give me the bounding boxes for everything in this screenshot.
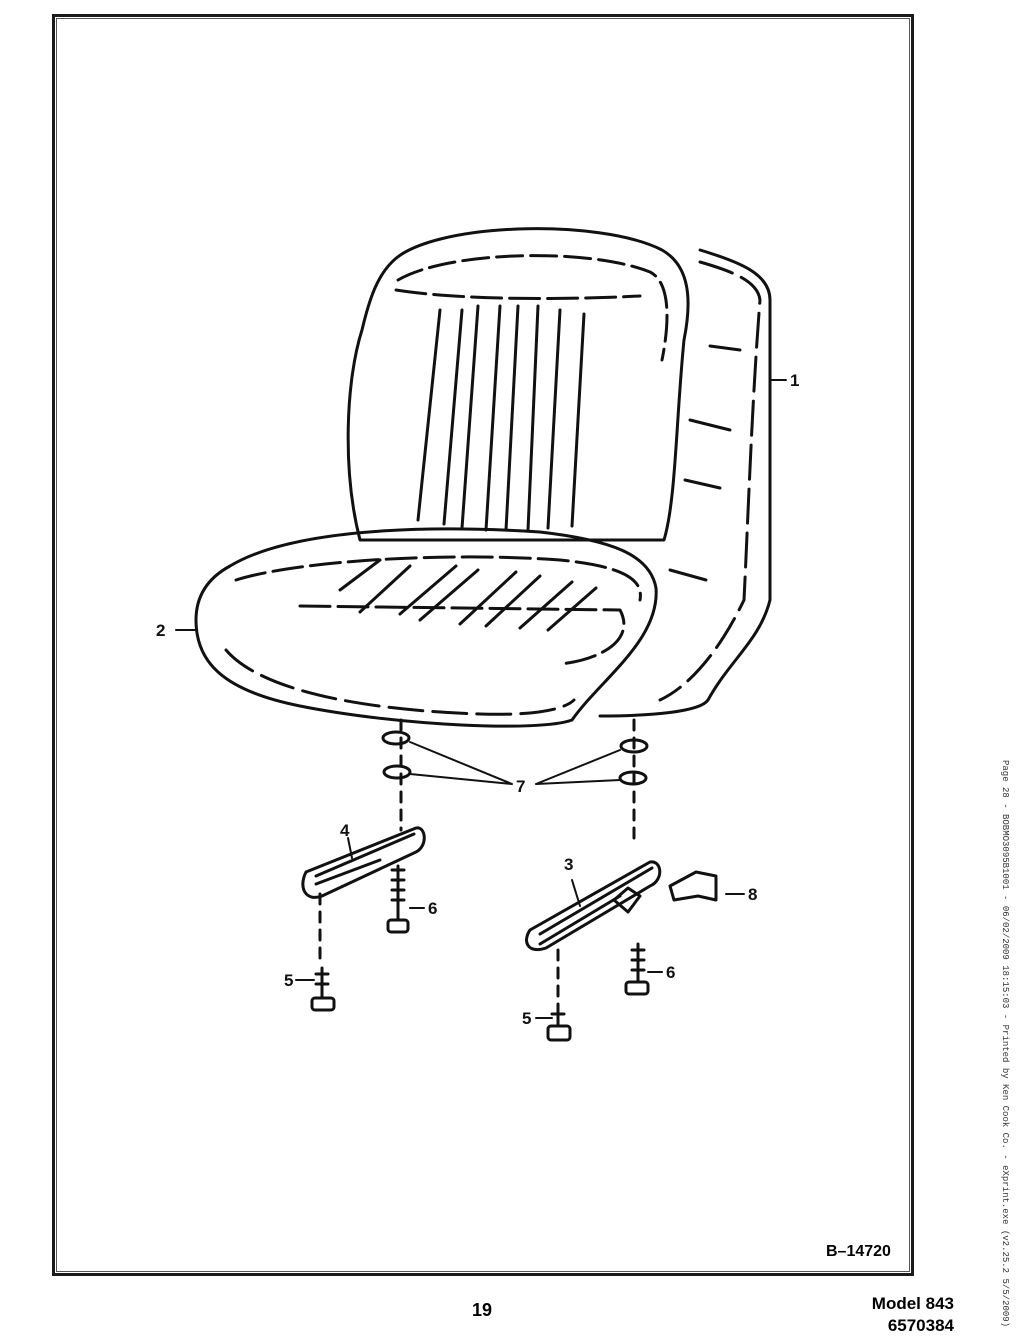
model-name: Model 843 — [871, 1294, 954, 1313]
callout-6-left: 6 — [428, 899, 437, 918]
callout-6-right: 6 — [666, 963, 675, 982]
bolt-left-5 — [314, 966, 330, 1000]
print-footer-note: Page 28 - BOBMO3095B1001 - 06/02/2009 18… — [1000, 760, 1010, 1328]
callout-1: 1 — [790, 371, 799, 390]
part-number: 6570384 — [887, 1316, 954, 1335]
page-number: 19 — [472, 1300, 493, 1320]
callout-5-right: 5 — [522, 1009, 531, 1028]
callout-8: 8 — [748, 885, 757, 904]
diagram-outer-frame — [52, 14, 914, 1276]
grommet-left-top — [381, 730, 411, 746]
callout-2: 2 — [156, 621, 165, 640]
slide-rail-left — [301, 826, 426, 899]
seat-shell — [598, 248, 772, 718]
diagram-inner-frame — [56, 18, 910, 1272]
bolt-right-5 — [550, 1008, 566, 1028]
callout-3: 3 — [564, 855, 573, 874]
model-block: Model 843 6570384 — [866, 1293, 954, 1337]
drawing-id: B–14720 — [826, 1243, 891, 1260]
callout-7: 7 — [516, 777, 525, 796]
slide-rail-right — [525, 860, 662, 951]
callout-5-left: 5 — [284, 971, 293, 990]
callout-4: 4 — [340, 821, 350, 840]
mounting-bracket — [668, 870, 718, 902]
seat-back-outline — [346, 227, 690, 542]
grommet-left-bottom — [382, 764, 412, 780]
bolt-left-6 — [390, 864, 406, 922]
seat-back-inner — [396, 254, 669, 362]
seat-cushion-outline — [194, 527, 658, 728]
bolt-right-6 — [630, 942, 646, 984]
